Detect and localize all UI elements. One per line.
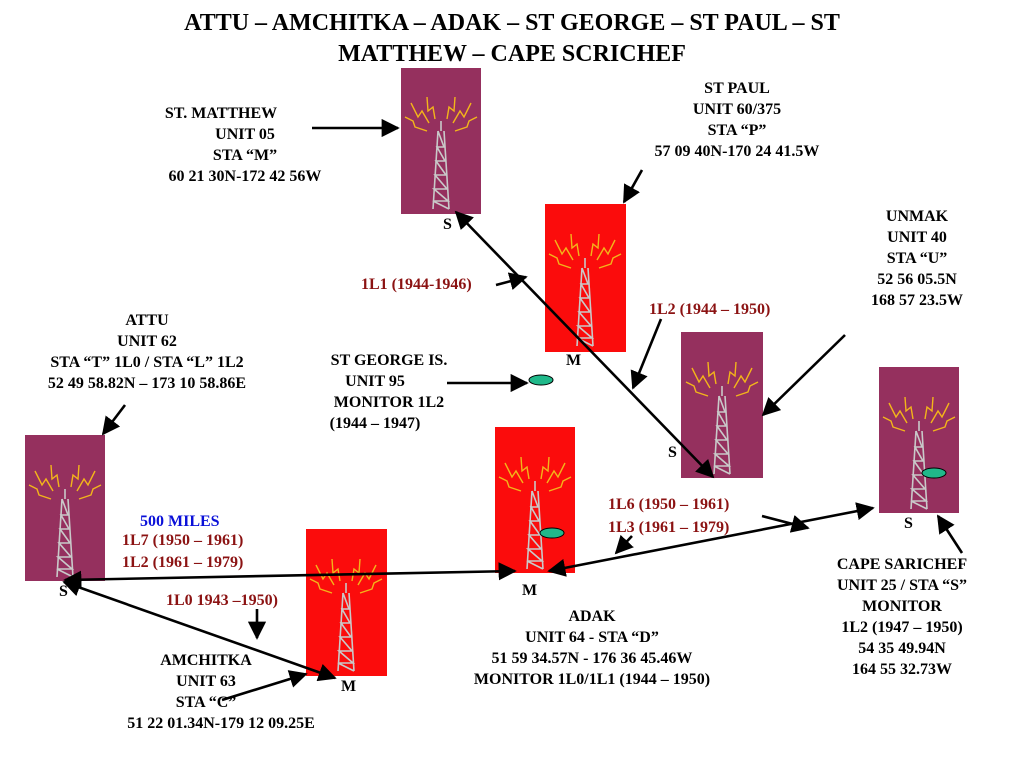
link-attu-adak bbox=[63, 562, 517, 589]
tower-letter-cape-sarichef: S bbox=[904, 515, 913, 532]
label-line: 60 21 30N-172 42 56W bbox=[168, 168, 322, 185]
link-label-1l1: 1L1 (1944-1946) bbox=[361, 276, 472, 293]
label-line: AMCHITKA bbox=[160, 652, 252, 669]
label-line: STA “T” 1L0 / STA “L” 1L2 bbox=[50, 354, 244, 371]
link-adak-cape-sarichef bbox=[547, 502, 875, 577]
label-line: 57 09 40N-170 24 41.5W bbox=[654, 143, 820, 160]
link-label-1l6: 1L6 (1950 – 1961) bbox=[608, 496, 730, 513]
label-line: 52 56 05.5N bbox=[877, 271, 957, 288]
label-line: CAPE SARICHEF bbox=[836, 556, 968, 573]
page-title-line-2: MATTHEW – CAPE SCRICHEF bbox=[338, 41, 686, 67]
label-attu: ATTU UNIT 62 STA “T” 1L0 / STA “L” 1L2 5… bbox=[18, 310, 276, 394]
label-line: 51 59 34.57N - 176 36 45.46W bbox=[491, 650, 693, 667]
monitor-marker-st-george bbox=[528, 374, 554, 386]
link-label-1l7: 1L7 (1950 – 1961) bbox=[122, 532, 244, 549]
link-label-1l0: 1L0 1943 –1950) bbox=[166, 592, 278, 609]
arrow-1l2-upper-label bbox=[630, 318, 663, 390]
tower-letter-st-matthew: S bbox=[443, 216, 452, 233]
arrow-attu-label bbox=[101, 404, 127, 436]
link-label-1l2-lower: 1L2 (1961 – 1979) bbox=[122, 554, 244, 571]
page-title: ATTU – AMCHITKA – ADAK – ST GEORGE – ST … bbox=[0, 8, 1024, 70]
label-line: MONITOR bbox=[862, 598, 942, 615]
label-line: ST. MATTHEW bbox=[164, 105, 278, 122]
tower-letter-unmak: S bbox=[668, 444, 677, 461]
label-line: STA “C” bbox=[175, 694, 237, 711]
label-line: 54 35 49.94N bbox=[858, 640, 946, 657]
label-line: 168 57 23.5W bbox=[871, 292, 963, 309]
label-st-george: ST GEORGE IS. UNIT 95 MONITOR 1L2 (1944 … bbox=[306, 350, 472, 434]
label-line: UNIT 62 bbox=[117, 333, 177, 350]
tower-letter-amchitka: M bbox=[341, 678, 357, 695]
label-line: UNIT 25 / STA “S” bbox=[836, 577, 968, 594]
label-line: UNIT 60/375 bbox=[692, 101, 782, 118]
label-line: ADAK bbox=[568, 608, 616, 625]
label-line: ST GEORGE IS. bbox=[330, 352, 448, 369]
monitor-marker-cape-sarichef bbox=[921, 467, 947, 479]
label-line: UNIT 63 bbox=[176, 673, 236, 690]
label-line: UNIT 95 bbox=[345, 373, 405, 390]
label-line: 52 49 58.82N – 173 10 58.86E bbox=[47, 375, 247, 392]
page-title-line-1: ATTU – AMCHITKA – ADAK – ST GEORGE – ST … bbox=[184, 10, 840, 36]
link-st-matthew-unmak bbox=[454, 210, 715, 479]
label-line: MONITOR 1L0/1L1 (1944 – 1950) bbox=[473, 671, 711, 688]
label-line: ATTU bbox=[125, 312, 169, 329]
link-label-1l3: 1L3 (1961 – 1979) bbox=[608, 519, 730, 536]
distance-label: 500 MILES bbox=[140, 513, 220, 530]
label-line: STA “M” bbox=[212, 147, 278, 164]
label-line: MONITOR 1L2 bbox=[333, 394, 445, 411]
label-line: (1944 – 1947) bbox=[329, 415, 421, 432]
label-line: ST PAUL bbox=[704, 80, 770, 97]
label-line: 1L2 (1947 – 1950) bbox=[841, 619, 963, 636]
label-line: UNIT 05 bbox=[215, 126, 275, 143]
monitor-marker-adak bbox=[539, 527, 565, 539]
arrow-unmak-label bbox=[761, 334, 846, 417]
arrow-st-paul-label bbox=[622, 169, 644, 204]
label-cape-sarichef: CAPE SARICHEF UNIT 25 / STA “S” MONITOR … bbox=[812, 554, 992, 680]
label-line: 164 55 32.73W bbox=[852, 661, 952, 678]
link-label-1l2-upper: 1L2 (1944 – 1950) bbox=[649, 301, 771, 318]
label-line: UNMAK bbox=[885, 208, 949, 225]
label-unmak: UNMAK UNIT 40 STA “U” 52 56 05.5N 168 57… bbox=[842, 206, 992, 311]
label-line: UNIT 64 - STA “D” bbox=[525, 629, 659, 646]
link-attu-amchitka bbox=[62, 578, 337, 682]
label-st-matthew: ST. MATTHEW UNIT 05 STA “M” 60 21 30N-17… bbox=[140, 103, 350, 187]
tower-letter-attu: S bbox=[59, 583, 68, 600]
label-st-paul: ST PAUL UNIT 60/375 STA “P” 57 09 40N-17… bbox=[632, 78, 842, 162]
tower-letter-adak: M bbox=[522, 582, 538, 599]
arrow-cape-sarichef-label bbox=[936, 514, 964, 554]
label-line: UNIT 40 bbox=[887, 229, 947, 246]
tower-letter-st-paul: M bbox=[566, 352, 582, 369]
label-line: 51 22 01.34N-179 12 09.25E bbox=[127, 715, 315, 732]
label-line: STA “P” bbox=[707, 122, 767, 139]
label-amchitka: AMCHITKA UNIT 63 STA “C” 51 22 01.34N-17… bbox=[96, 650, 346, 734]
label-adak: ADAK UNIT 64 - STA “D” 51 59 34.57N - 17… bbox=[436, 606, 748, 690]
label-line: STA “U” bbox=[886, 250, 948, 267]
arrow-1l3-label bbox=[614, 534, 634, 555]
